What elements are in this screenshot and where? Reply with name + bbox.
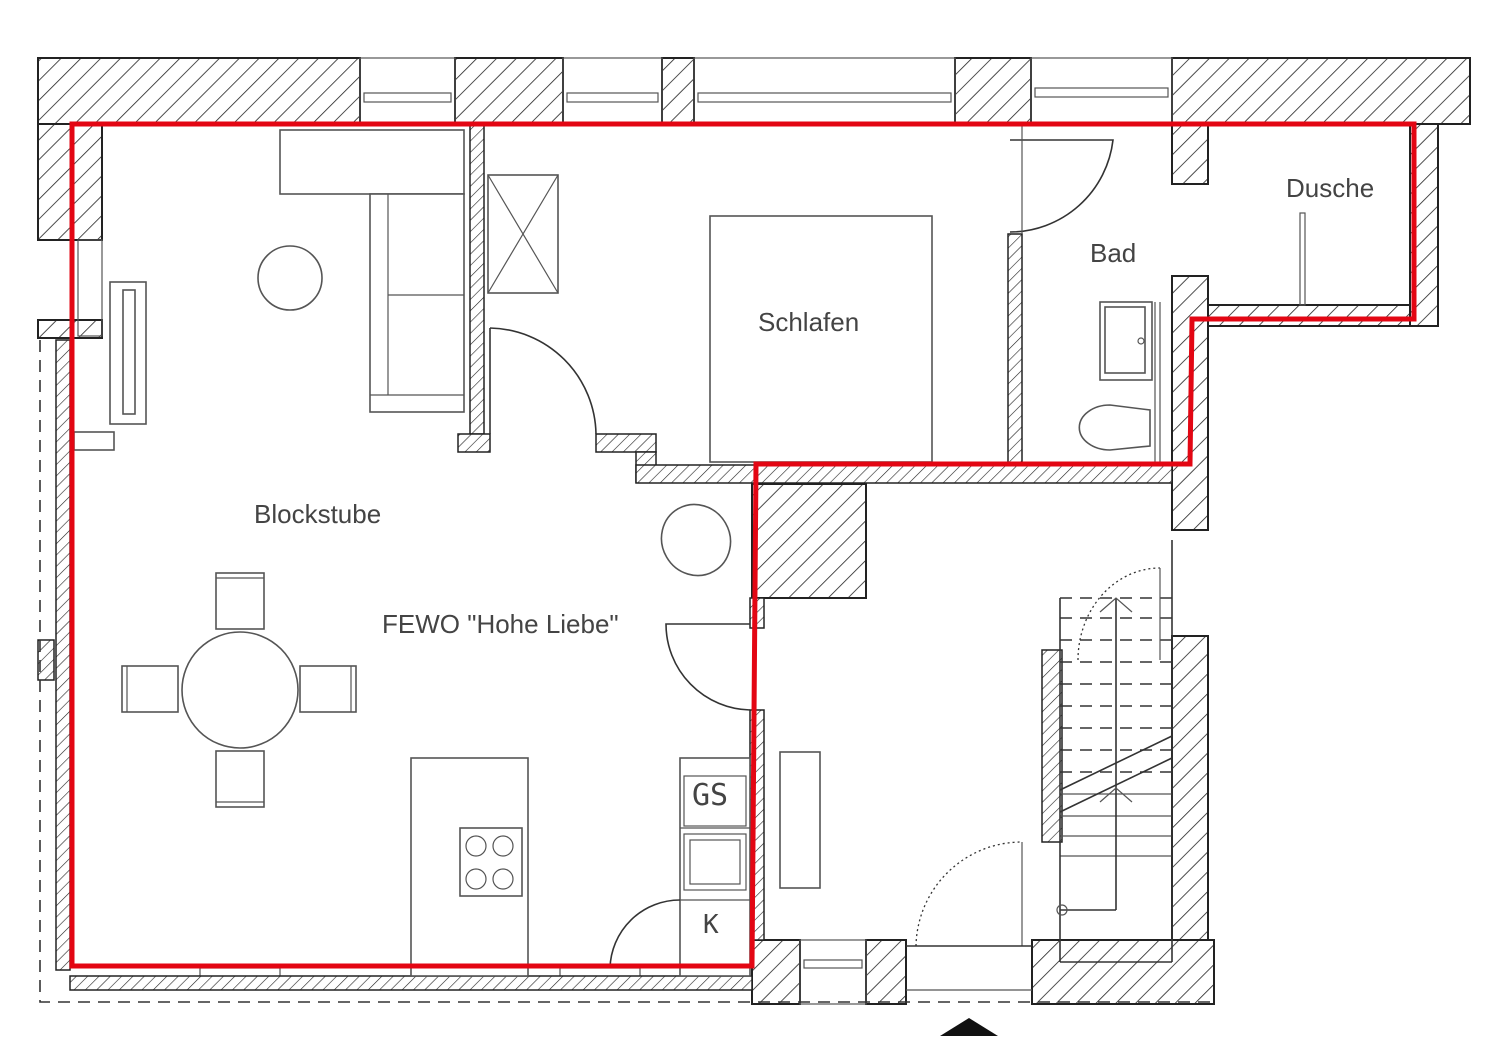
side-table	[257, 245, 323, 311]
kitchen-island	[410, 757, 529, 977]
room-label-schlafen: Schlafen	[758, 307, 860, 337]
sofa	[279, 129, 465, 413]
sink	[1099, 301, 1153, 381]
hall-bench	[779, 751, 821, 889]
room-label-dusche: Dusche	[1286, 173, 1375, 203]
kitchen-units	[679, 757, 751, 977]
kitchen-door-swing	[609, 899, 681, 969]
bedroom-door-swing	[489, 327, 597, 435]
staircase	[1056, 540, 1173, 963]
toilet	[1078, 404, 1151, 451]
shower-screen	[1299, 212, 1306, 306]
bath-door-swing	[1009, 139, 1114, 233]
stair-door-swing	[1077, 567, 1161, 661]
fridge-label: K	[703, 910, 719, 940]
bed	[709, 215, 933, 463]
wardrobe	[487, 174, 559, 294]
dining-set	[121, 572, 357, 808]
front-door-swing	[915, 841, 1023, 947]
entrance-arrow-icon	[940, 1018, 998, 1036]
entry-door-swing	[665, 623, 751, 711]
apartment-outline	[69, 121, 1417, 969]
room-label-bad: Bad	[1090, 238, 1137, 268]
dishwasher-label: GS	[692, 778, 729, 813]
interior-walls	[37, 123, 1173, 991]
apartment-title: FEWO "Hohe Liebe"	[382, 609, 619, 639]
armchair	[660, 503, 732, 577]
room-label-blockstube: Blockstube	[254, 499, 382, 529]
